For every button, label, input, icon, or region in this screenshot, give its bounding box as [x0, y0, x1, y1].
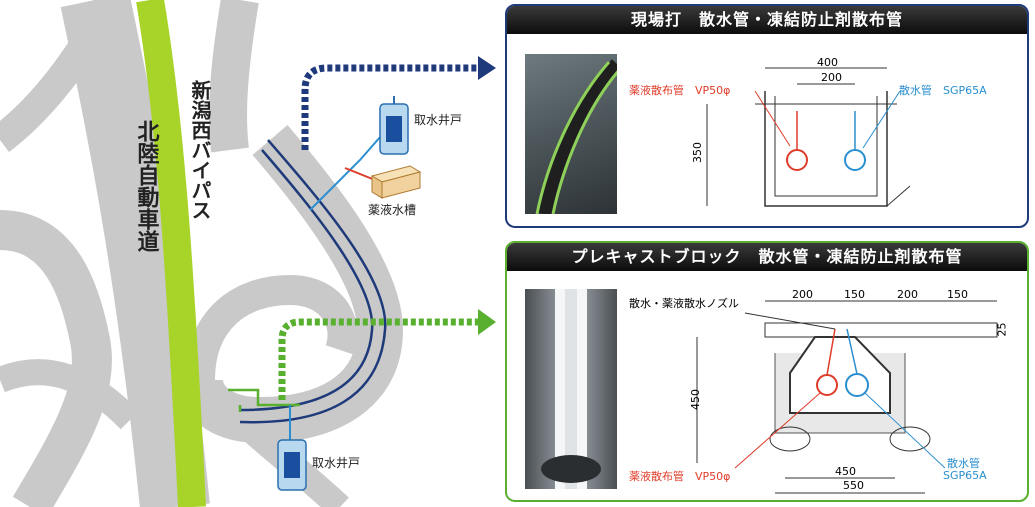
water-pipe-label-bottom-2: SGP65A	[943, 469, 987, 482]
nozzle-label: 散水・薬液散水ノズル	[629, 297, 739, 310]
water-pipe-label-bottom-1: 散水管	[947, 457, 980, 470]
dim-top-3: 200	[897, 288, 918, 301]
bypass-lines	[239, 139, 387, 424]
arrow-to-panel-bottom	[478, 309, 496, 335]
dim-350: 350	[691, 142, 704, 163]
tank-icon	[370, 165, 422, 199]
panel-top-title: 現場打 散水管・凍結防止剤散布管	[507, 6, 1027, 34]
dim-400: 400	[817, 56, 838, 69]
route-to-panel-bottom	[278, 318, 478, 400]
well-bottom-label: 取水井戸	[312, 456, 360, 470]
chem-pipe-label-top: 薬液散布管 VP50φ	[629, 84, 731, 97]
dim-200: 200	[821, 71, 842, 84]
dim-550: 550	[843, 479, 864, 492]
chem-pipe-label-bottom: 薬液散布管 VP50φ	[629, 470, 731, 483]
photo-cast-in-place	[525, 54, 623, 216]
panel-cast-in-place: 現場打 散水管・凍結防止剤散布管	[505, 4, 1029, 228]
expressway-band	[136, 0, 206, 507]
water-pipe-label-top: 散水管 SGP65A	[899, 84, 987, 97]
dim-450: 450	[835, 465, 856, 478]
section-drawing-top	[706, 67, 911, 207]
dim-side: 25	[995, 322, 1009, 337]
route-to-panel-top	[301, 64, 478, 150]
panel-precast-block: プレキャストブロック 散水管・凍結防止剤散布管	[505, 241, 1029, 502]
road-map: 北陸自動車道 新潟西バイパス 取水井戸 薬液水槽 取水井戸	[0, 0, 496, 507]
panel-bottom-title: プレキャストブロック 散水管・凍結防止剤散布管	[507, 243, 1027, 271]
dim-top-1: 200	[792, 288, 813, 301]
well-top-label: 取水井戸	[414, 113, 462, 127]
well-top-icon	[379, 96, 409, 155]
dim-top-2: 150	[844, 288, 865, 301]
arrow-to-panel-top	[478, 56, 496, 80]
bypass-label: 新潟西バイパス	[188, 79, 212, 220]
tank-label: 薬液水槽	[368, 202, 416, 217]
well-bottom-icon	[277, 439, 307, 491]
road-network	[0, 0, 404, 507]
dim-height: 450	[689, 389, 702, 410]
dim-top-4: 150	[947, 288, 968, 301]
ground-lines	[228, 388, 300, 412]
photo-precast-block	[525, 289, 617, 489]
expressway-label: 北陸自動車道	[134, 120, 160, 252]
section-drawing-bottom	[696, 300, 998, 494]
